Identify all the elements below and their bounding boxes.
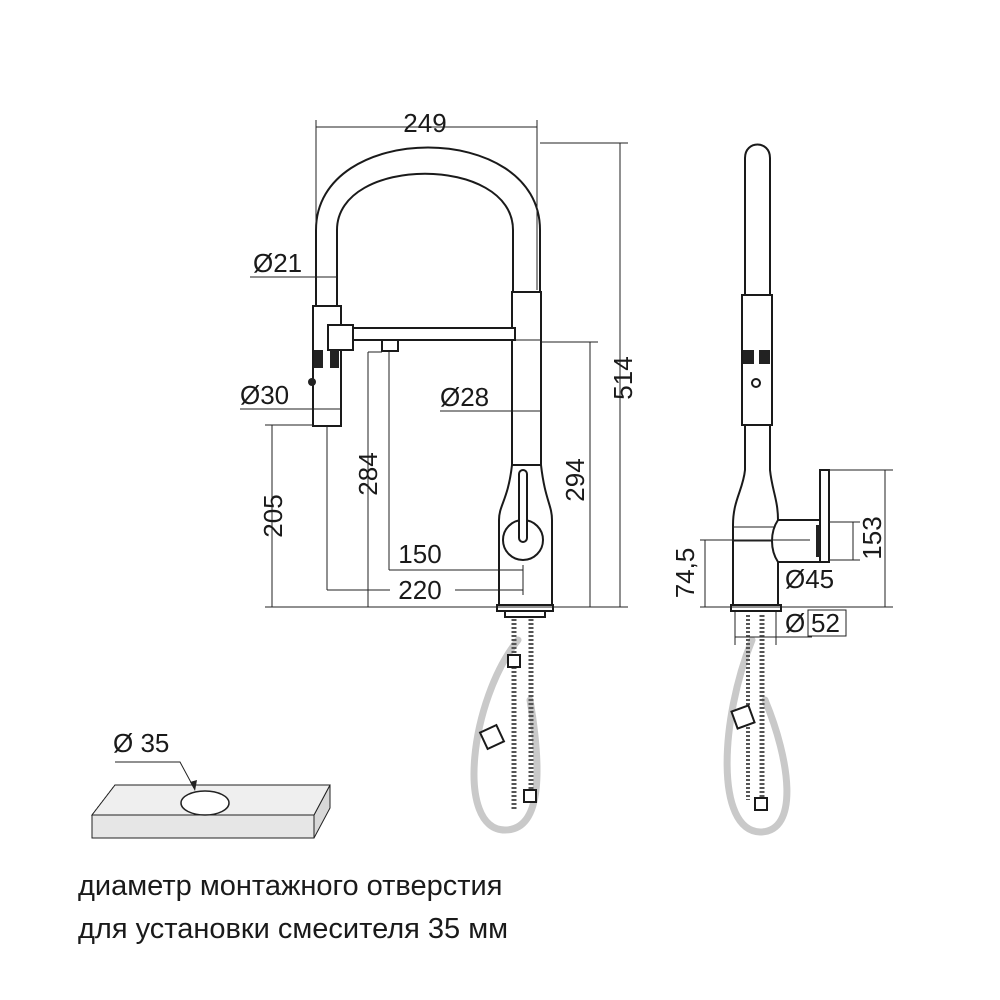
lever [518, 469, 528, 543]
caption-line-1: диаметр монтажного отверстия [78, 870, 503, 902]
side-view: 153 74,5 Ø45 Ø 52 [670, 143, 893, 836]
spout-arc [315, 146, 541, 311]
side-lever-base [771, 519, 821, 563]
dim-head-diameter: Ø30 [240, 380, 289, 410]
front-view: 249 514 Ø21 Ø30 Ø28 205 284 294 150 220 [240, 108, 638, 834]
dim-outlet-height: 284 [353, 452, 383, 495]
side-lever [819, 469, 830, 563]
dim-hole: Ø 35 [113, 728, 169, 758]
caption-line-2: для установки смесителя 35 мм [78, 913, 509, 945]
dim-head-reach: 220 [398, 575, 441, 605]
dim-head-height: 205 [258, 494, 288, 537]
hose [470, 636, 541, 834]
dim-outlet-reach: 150 [398, 539, 441, 569]
dim-holder-height: 294 [560, 458, 590, 501]
mount-hole [180, 790, 230, 816]
dim-base-value: 52 [811, 608, 840, 638]
dim-body-diameter: Ø28 [440, 382, 489, 412]
dim-lever-height: 153 [857, 516, 887, 559]
dim-height-total: 514 [608, 356, 638, 399]
dim-base-height: 74,5 [670, 548, 700, 599]
holder-bar [329, 327, 516, 341]
side-spout [744, 143, 771, 296]
base-dim-box [807, 609, 847, 637]
spout-holder [511, 291, 542, 468]
dim-base-symbol: Ø [785, 608, 805, 638]
dim-hose-diameter: Ø21 [253, 248, 302, 278]
mount-hole-illustration: Ø 35 [90, 728, 331, 839]
dim-width: 249 [403, 108, 446, 138]
side-body [732, 424, 779, 606]
dim-lever-diameter: Ø45 [785, 564, 834, 594]
